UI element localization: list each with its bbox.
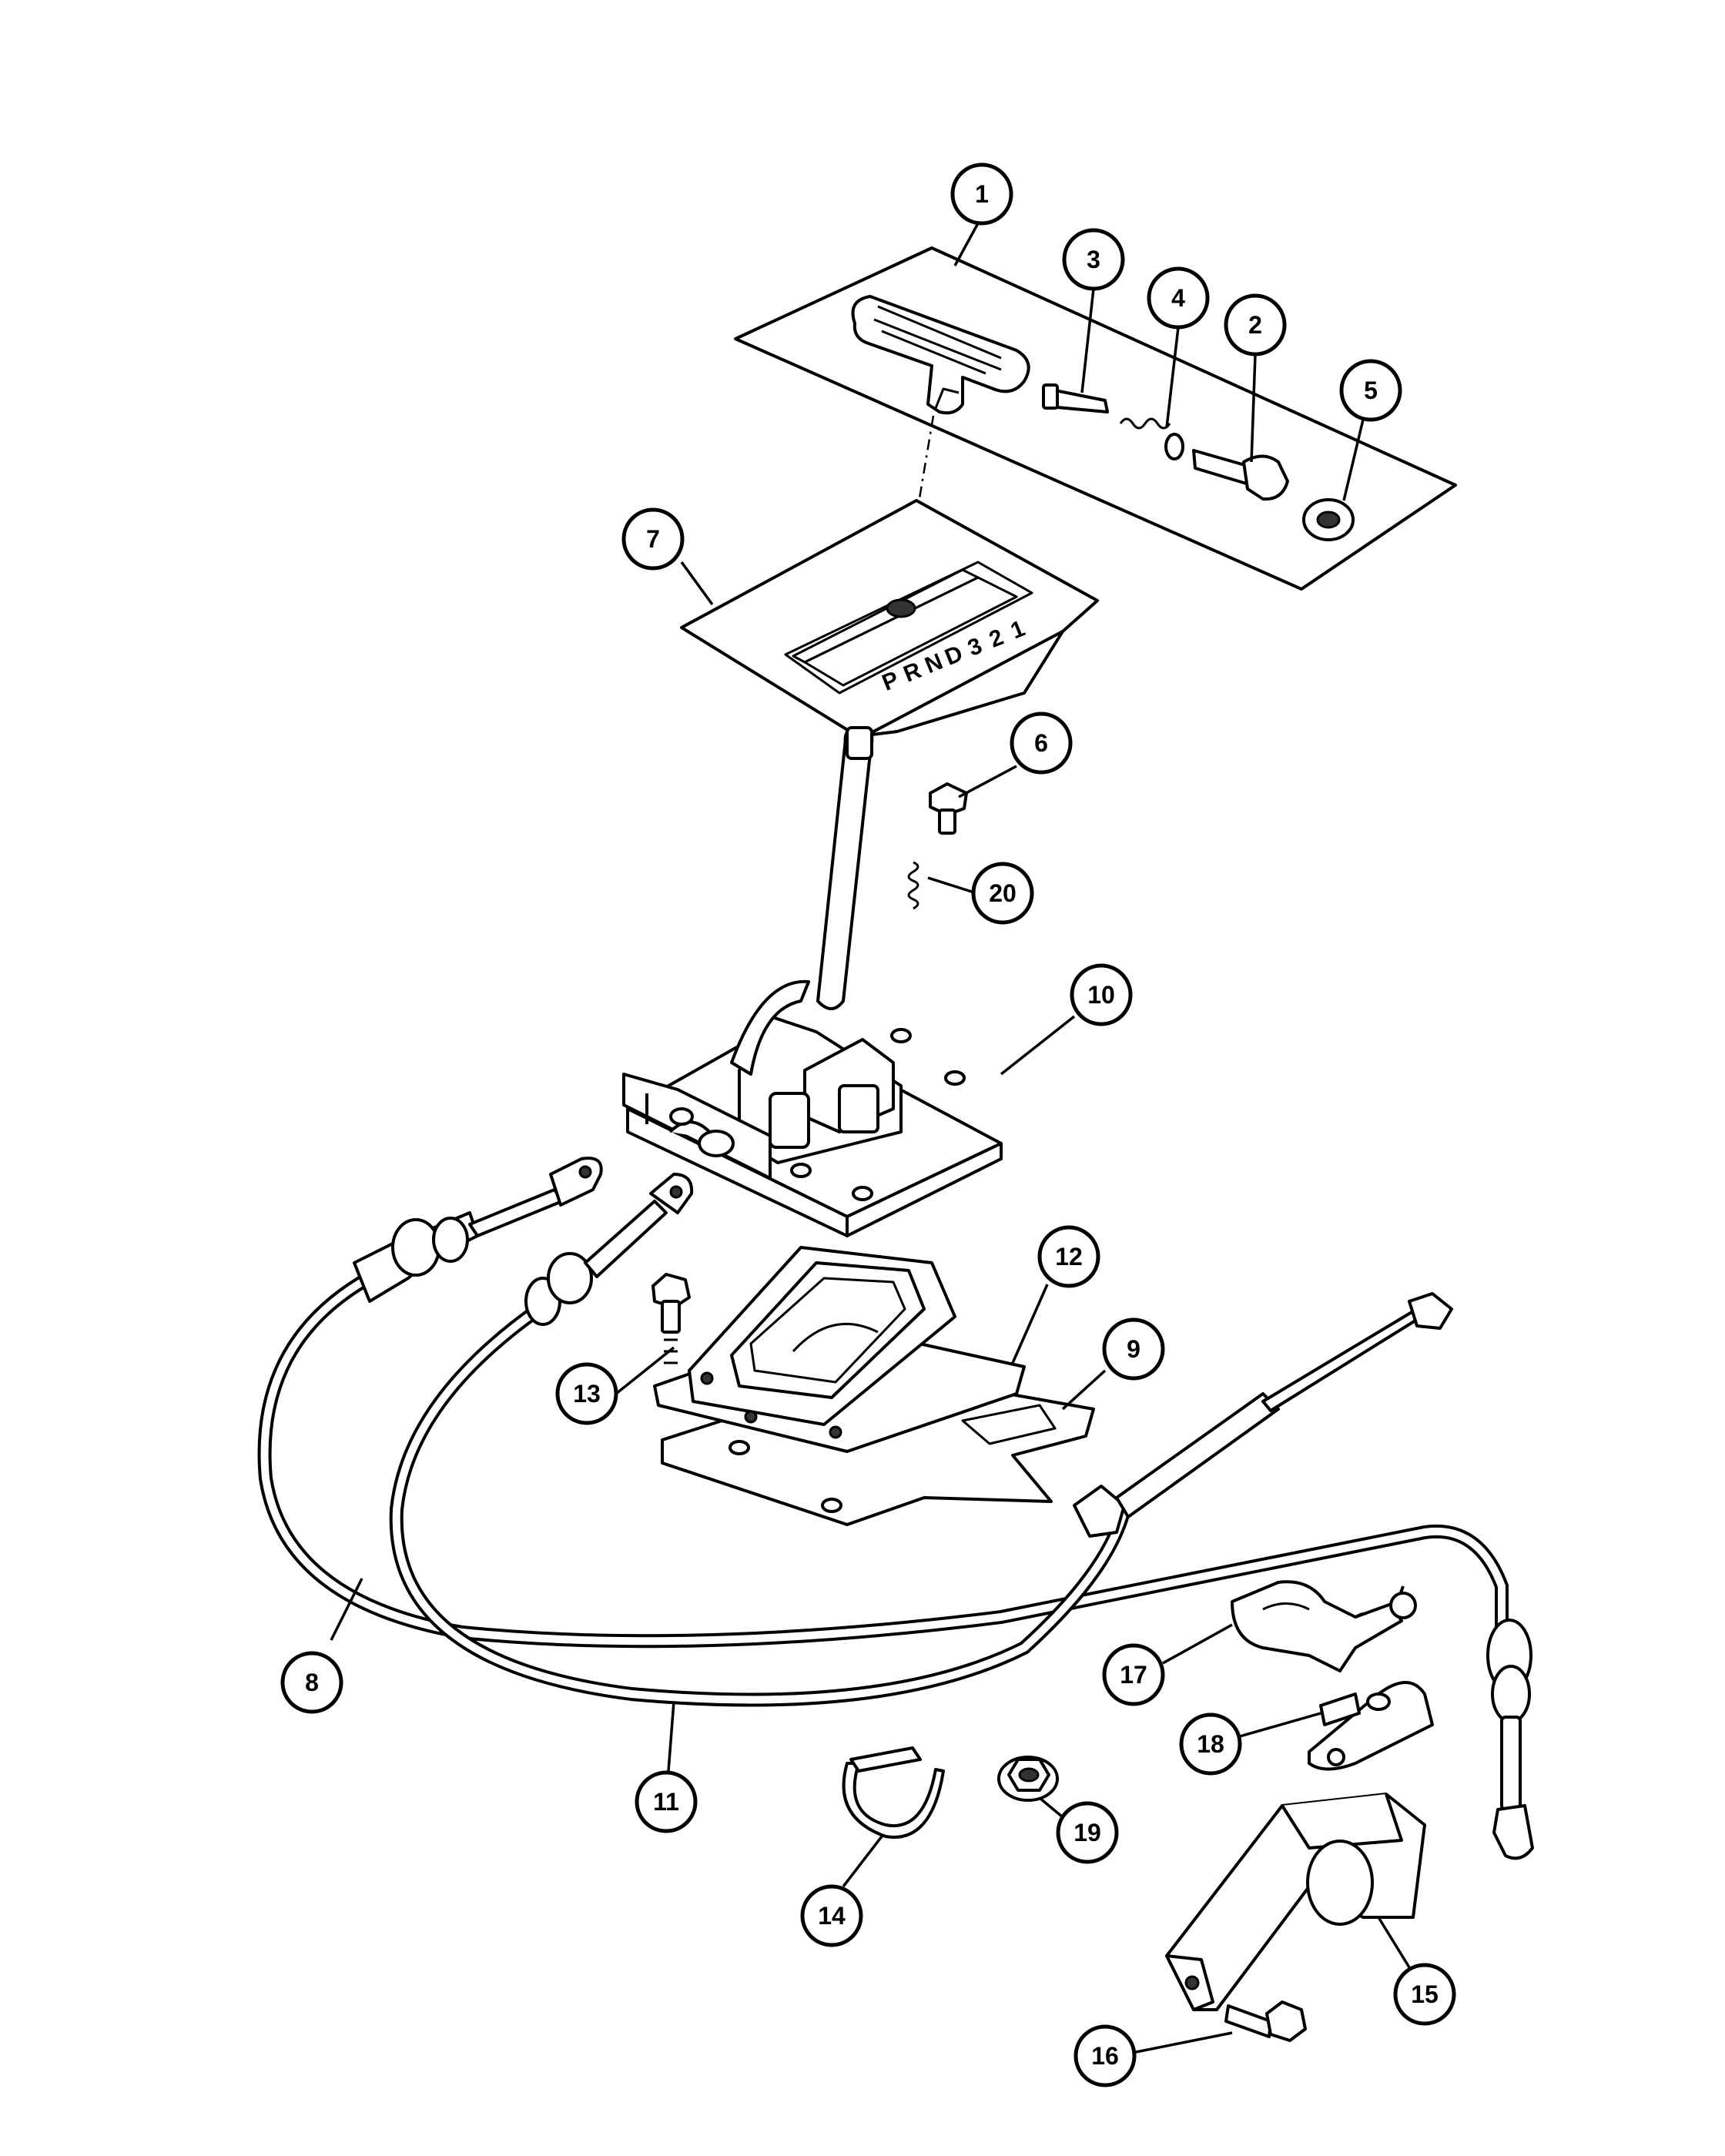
leader-12 <box>1011 1284 1049 1364</box>
shifter-assembly <box>622 726 1003 1237</box>
svg-text:4: 4 <box>1171 284 1185 312</box>
svg-text:1: 1 <box>975 180 989 208</box>
svg-text:2: 2 <box>1248 311 1262 339</box>
callout-3: 3 <box>1062 228 1125 291</box>
leader-2 <box>1250 353 1257 463</box>
leader-8 <box>330 1578 363 1641</box>
callout-20: 20 <box>971 862 1034 925</box>
interlock-cable <box>389 1173 1453 1707</box>
callout-2: 2 <box>1224 293 1287 357</box>
bezel-screw <box>929 782 968 835</box>
leader-14 <box>842 1835 883 1888</box>
svg-text:15: 15 <box>1411 1980 1439 2008</box>
leader-10 <box>1000 1015 1076 1076</box>
callout-18: 18 <box>1179 1712 1242 1776</box>
callout-8: 8 <box>280 1651 343 1714</box>
knob-button <box>1192 449 1289 501</box>
callout-15: 15 <box>1393 1963 1456 2026</box>
callout-16: 16 <box>1074 2024 1137 2087</box>
callout-11: 11 <box>635 1770 698 1833</box>
callout-1: 1 <box>950 162 1013 226</box>
callout-7: 7 <box>621 507 685 571</box>
callout-14: 14 <box>800 1884 863 1947</box>
svg-text:20: 20 <box>989 879 1017 907</box>
leader-13 <box>615 1346 675 1395</box>
callout-9: 9 <box>1102 1317 1165 1381</box>
svg-text:6: 6 <box>1034 729 1048 757</box>
leader-19 <box>1038 1796 1064 1819</box>
svg-text:17: 17 <box>1120 1661 1147 1689</box>
svg-text:3: 3 <box>1087 246 1100 273</box>
leader-16 <box>1135 2031 1233 2054</box>
callout-12: 12 <box>1037 1225 1100 1288</box>
svg-text:18: 18 <box>1197 1730 1224 1758</box>
callout-19: 19 <box>1056 1801 1119 1864</box>
leader-3 <box>1080 288 1095 393</box>
leader-5 <box>1342 419 1365 501</box>
cable-bracket <box>1231 1580 1417 1672</box>
callout-17: 17 <box>1102 1643 1165 1706</box>
svg-text:11: 11 <box>653 1788 679 1816</box>
callout-10: 10 <box>1070 963 1133 1026</box>
callouts: 1 2 3 4 5 6 7 8 9 10 11 12 13 14 15 16 1… <box>280 162 1456 2087</box>
flange-nut <box>997 1756 1059 1802</box>
svg-text:7: 7 <box>646 525 660 553</box>
svg-text:16: 16 <box>1091 2042 1119 2070</box>
svg-text:8: 8 <box>305 1669 319 1696</box>
leader-1 <box>953 223 980 266</box>
svg-text:19: 19 <box>1074 1819 1101 1846</box>
leader-lines <box>330 223 1411 2054</box>
shift-cable <box>257 1157 1534 1860</box>
callout-4: 4 <box>1147 266 1210 330</box>
knob-washer <box>1302 498 1355 541</box>
leader-11 <box>667 1701 675 1772</box>
svg-text:5: 5 <box>1364 377 1378 404</box>
cable-clip <box>842 1746 945 1839</box>
leader-18 <box>1239 1712 1321 1738</box>
leader-4 <box>1165 326 1180 428</box>
callout-13: 13 <box>555 1362 618 1425</box>
leader-15 <box>1377 1917 1411 1968</box>
shift-bezel: P R N D 3 2 1 <box>680 499 1099 741</box>
detent-spring <box>907 861 919 910</box>
svg-text:13: 13 <box>573 1380 601 1408</box>
svg-text:14: 14 <box>818 1902 846 1930</box>
leader-17 <box>1162 1623 1233 1665</box>
svg-text:10: 10 <box>1087 981 1115 1009</box>
svg-text:12: 12 <box>1055 1243 1083 1270</box>
knob-spring <box>1119 417 1184 460</box>
leader-9 <box>1061 1369 1107 1411</box>
cable-cover <box>1165 1793 1426 2011</box>
cover-bolt <box>1224 2000 1307 2042</box>
callout-5: 5 <box>1339 359 1402 422</box>
leader-7 <box>680 561 714 606</box>
shifter-base-gasket <box>653 1246 1026 1453</box>
shift-knob <box>851 295 1030 415</box>
knob-kit-panel <box>734 246 1457 591</box>
lever-arm <box>1308 1681 1434 1771</box>
callout-6: 6 <box>1010 711 1073 775</box>
leader-6 <box>958 765 1017 798</box>
svg-text:9: 9 <box>1127 1335 1141 1363</box>
base-bolt <box>651 1273 691 1364</box>
knob-pin <box>1042 383 1109 413</box>
leader-20 <box>927 876 977 895</box>
